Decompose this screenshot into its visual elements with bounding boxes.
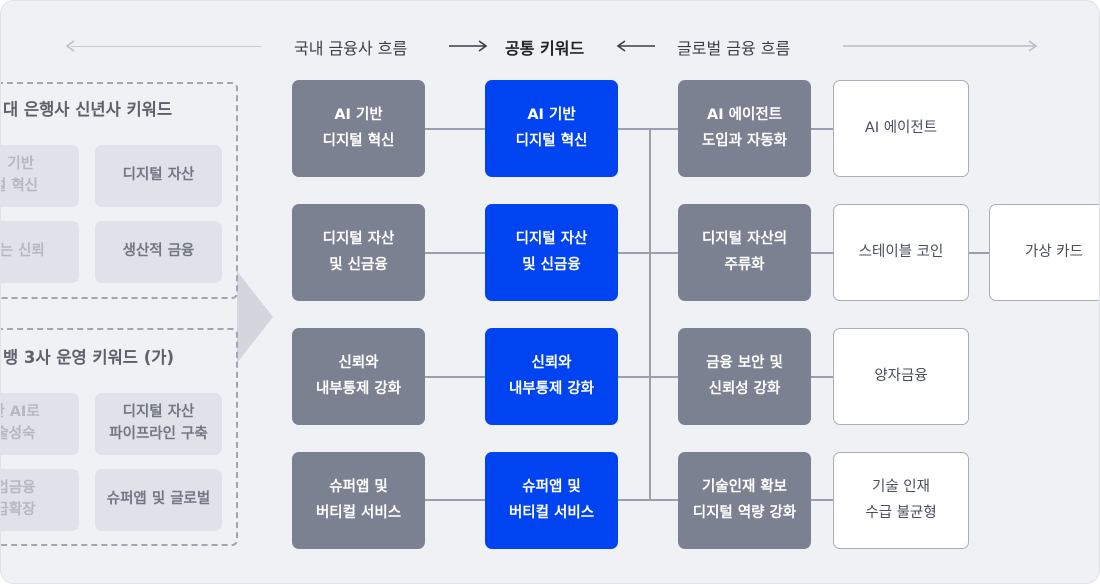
domestic-keyword-box: AI 기반 디지털 혁신	[292, 80, 425, 177]
common-keyword-box: 슈퍼앱 및 버티컬 서비스	[485, 452, 618, 549]
left-group-1-item: 없는 신뢰	[1, 221, 79, 283]
connector	[969, 252, 989, 254]
connector	[811, 128, 833, 130]
connector	[425, 252, 485, 254]
arrow-left-icon	[65, 40, 75, 52]
common-keyword-box: 디지털 자산 및 신금융	[485, 204, 618, 301]
connector	[618, 128, 678, 130]
connector	[618, 376, 678, 378]
connector	[811, 376, 833, 378]
global-keyword-box: 디지털 자산의 주류화	[678, 204, 811, 301]
connector-vertical	[649, 128, 651, 500]
header-left-line	[71, 46, 261, 47]
left-group-2-item: 업금융 급확장	[1, 469, 79, 531]
left-group-2-item: 한 AI로 술성숙	[1, 393, 79, 455]
connector	[811, 252, 833, 254]
common-keyword-box: 신뢰와 내부통제 강화	[485, 328, 618, 425]
chevron-right-icon	[237, 271, 273, 363]
connector	[618, 252, 678, 254]
connector	[811, 499, 833, 501]
left-group-1	[1, 82, 238, 299]
arrow-right-icon	[843, 40, 1038, 52]
arrow-right-icon	[449, 40, 488, 52]
extra-detail-box: 가상 카드	[989, 204, 1099, 301]
domestic-keyword-box: 디지털 자산 및 신금융	[292, 204, 425, 301]
global-keyword-box: 금융 보안 및 신뢰성 강화	[678, 328, 811, 425]
connector	[425, 499, 485, 501]
connector	[618, 499, 678, 501]
domestic-keyword-box: 슈퍼앱 및 버티컬 서비스	[292, 452, 425, 549]
left-group-2-item: 디지털 자산 파이프라인 구축	[95, 393, 222, 455]
global-detail-box: 양자금융	[833, 328, 969, 425]
arrow-left-icon	[616, 40, 655, 52]
domestic-keyword-box: 신뢰와 내부통제 강화	[292, 328, 425, 425]
global-detail-box: 기술 인재 수급 불균형	[833, 452, 969, 549]
left-group-2-title: 뱅 3사 운영 키워드 (가)	[3, 348, 174, 367]
header-global-flow: 글로벌 금융 흐름	[677, 39, 791, 58]
global-detail-box: 스테이블 코인	[833, 204, 969, 301]
left-group-1-item: I 기반 털 혁신	[1, 145, 79, 207]
left-group-2-item: 슈퍼앱 및 글로벌	[95, 469, 222, 531]
header-domestic-flow: 국내 금융사 흐름	[294, 39, 408, 58]
common-keyword-box: AI 기반 디지털 혁신	[485, 80, 618, 177]
connector	[425, 376, 485, 378]
left-group-1-item: 생산적 금융	[95, 221, 222, 283]
left-group-2	[1, 328, 238, 546]
global-keyword-box: AI 에이전트 도입과 자동화	[678, 80, 811, 177]
left-group-1-title: 대 은행사 신년사 키워드	[3, 100, 173, 119]
global-keyword-box: 기술인재 확보 디지털 역량 강화	[678, 452, 811, 549]
header-common-keywords: 공통 키워드	[505, 39, 585, 58]
left-group-1-item: 디지털 자산	[95, 145, 222, 207]
global-detail-box: AI 에이전트	[833, 80, 969, 177]
connector	[425, 128, 485, 130]
